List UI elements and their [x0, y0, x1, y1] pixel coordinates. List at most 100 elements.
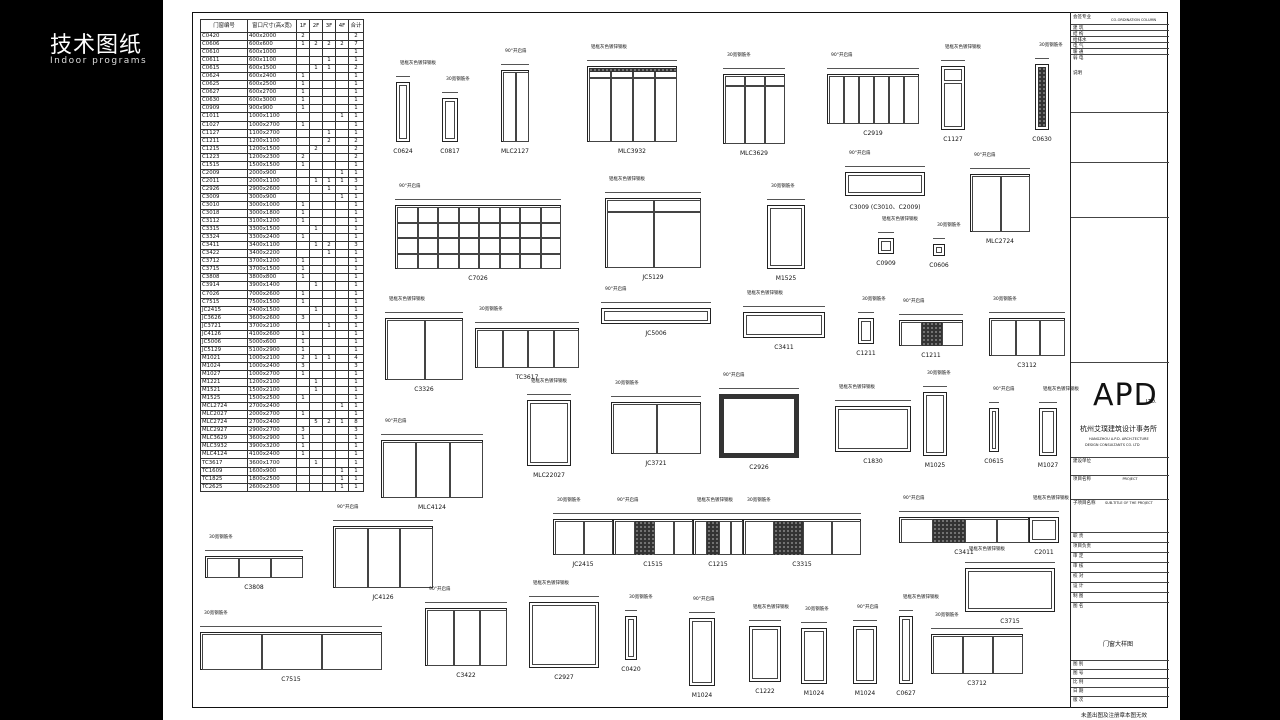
glass-pane: [654, 212, 701, 268]
elevation-c0420: [625, 616, 637, 660]
glass-pane: [874, 76, 889, 124]
elevation-label: M1024: [803, 690, 825, 697]
material-note: 90°开启扇: [505, 49, 527, 54]
material-note: 铝框灰色镀锌钢板: [882, 217, 918, 222]
tb-divider: [1071, 162, 1169, 163]
material-note: 30宽钢筋条: [993, 297, 1017, 302]
elevation-m1024c: [853, 626, 877, 684]
glass-pane: [532, 605, 596, 665]
material-note: 铝框灰色镀锌钢板: [1043, 387, 1079, 392]
glass-pane: [1042, 411, 1054, 453]
client-row: 建设单位: [1071, 457, 1169, 475]
material-note: 90°开启扇: [831, 53, 853, 58]
glass-pane: [449, 442, 483, 498]
louver-panel: [634, 521, 654, 555]
elevation-label: C3326: [414, 386, 434, 393]
material-note: 30宽钢筋条: [935, 613, 959, 618]
glass-pane: [746, 315, 822, 335]
firm-name-en-2: DESIGN CONSULTANTS CO. LTD: [1085, 443, 1140, 447]
louver-panel: [921, 322, 943, 346]
elevation-c1222: [749, 626, 781, 682]
dimension-line: [396, 76, 410, 77]
elevation-c3715: [965, 568, 1055, 612]
glass-pane: [607, 200, 654, 212]
consultants-label-en: CO-ORDINATION COLUMN: [1111, 18, 1157, 22]
material-note: 30宽钢筋条: [862, 297, 886, 302]
glass-pane: [417, 222, 438, 238]
glass-pane: [861, 321, 871, 341]
material-note: 铝框灰色镀锌钢板: [753, 605, 789, 610]
glass-pane: [417, 207, 438, 223]
material-note: 30宽钢筋条: [771, 184, 795, 189]
material-note: 30宽钢筋条: [557, 498, 581, 503]
elevation-c7026: [395, 205, 561, 269]
glass-pane: [425, 320, 463, 380]
glass-pane: [770, 208, 802, 266]
material-note: 30宽钢筋条: [204, 611, 228, 616]
elevation-jc4126: [333, 526, 433, 588]
elevation-c3411: [743, 312, 825, 338]
glass-pane: [844, 76, 859, 124]
coordination-row: 给排水: [1071, 36, 1169, 43]
elevation-label: JC5129: [642, 274, 664, 281]
dimension-line: [1029, 511, 1059, 512]
coordination-row: 电 气: [1071, 42, 1169, 49]
glass-pane: [942, 322, 963, 346]
material-note: 30宽钢筋条: [629, 595, 653, 600]
glass-pane: [540, 238, 561, 254]
consultants-label: 会签专业: [1073, 15, 1091, 20]
elevation-label: C1127: [943, 136, 963, 143]
tb-divider: [1071, 112, 1169, 113]
dimension-line: [801, 622, 827, 623]
glass-pane: [655, 78, 677, 142]
dimension-line: [827, 68, 919, 69]
slide-left-panel: 技术图纸 Indoor programs: [0, 0, 163, 720]
dimension-line: [381, 434, 483, 435]
glass-pane: [856, 629, 874, 681]
elevation-label: M1024: [691, 692, 713, 699]
glass-pane: [520, 207, 541, 223]
glass-pane: [936, 247, 942, 253]
glass-pane: [611, 78, 633, 142]
elevation-c0624: [396, 82, 410, 142]
elevation-label: JC5006: [645, 330, 667, 337]
glass-pane: [993, 636, 1023, 674]
glass-pane: [731, 521, 743, 555]
drawing-title-label: 图 名: [1073, 604, 1084, 609]
glass-pane: [997, 519, 1029, 543]
coordination-row: 弱 电: [1071, 54, 1169, 61]
project-label-en: PROJECT: [1122, 477, 1138, 481]
glass-pane: [965, 519, 997, 543]
glass-pane: [528, 330, 554, 368]
signature-row: 审 核: [1071, 562, 1169, 572]
glass-pane: [765, 86, 785, 144]
elevation-c1127: [941, 66, 965, 130]
glass-pane: [745, 76, 765, 86]
glass-pane: [725, 86, 745, 144]
louver-panel: [1038, 67, 1046, 127]
elevation-label: C0606: [929, 262, 949, 269]
dimension-line: [749, 620, 781, 621]
glass-pane: [477, 330, 503, 368]
glass-pane: [991, 320, 1016, 356]
signature-row: 制 图: [1071, 592, 1169, 602]
glass-pane: [745, 521, 774, 555]
elevation-label: C3411: [774, 344, 794, 351]
dimension-line: [613, 513, 693, 514]
elevation-c2926: [719, 394, 799, 458]
dimension-line: [689, 612, 715, 613]
glass-pane: [803, 521, 832, 555]
glass-pane: [719, 521, 731, 555]
elevation-label: C0420: [621, 666, 641, 673]
glass-pane: [901, 519, 933, 543]
glass-pane: [992, 411, 996, 449]
firm-name-en: HANGZHOU A.P.D. ARCH-TECTURE: [1089, 437, 1149, 441]
dimension-line: [553, 513, 613, 514]
